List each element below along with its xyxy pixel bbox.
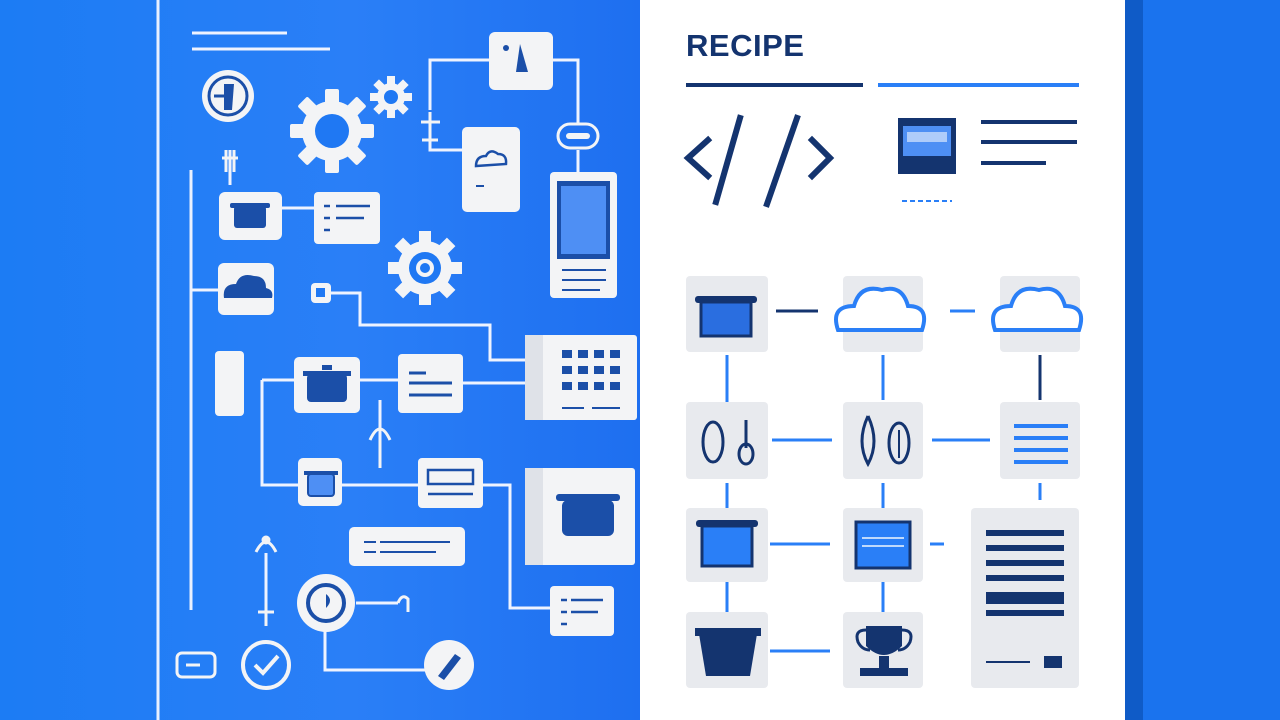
- pot-icon: [219, 192, 282, 240]
- gear-medium-icon: [388, 231, 462, 305]
- pot-icon-3: [298, 458, 342, 506]
- grid-pot-blue-icon: [686, 508, 768, 582]
- cloud-document-icon: [462, 127, 520, 212]
- grid-connectors: [725, 309, 1042, 653]
- grid-trophy-icon: [843, 612, 923, 688]
- grid-document-icon: [971, 508, 1079, 688]
- cloud-icon: [218, 263, 274, 315]
- check-icon: [241, 640, 291, 690]
- lever-icon: [396, 595, 410, 612]
- grid-cloud-icon: [834, 276, 927, 352]
- grid-list-card-icon: [1000, 402, 1080, 479]
- input-bar-icon: [349, 527, 465, 566]
- keyboard-icon: [175, 651, 217, 679]
- page-title: RECIPE: [686, 28, 805, 63]
- connector-lines-left: [191, 58, 580, 672]
- faucet-icon: [254, 535, 278, 626]
- grid-bowl-icon: [686, 612, 768, 688]
- text-lines-icon: [981, 120, 1077, 165]
- grid-pot-icon: [686, 276, 768, 352]
- connector-icon: [311, 283, 331, 303]
- thermometer-icon: [424, 640, 474, 690]
- grid-whisk-egg-icon: [843, 402, 923, 479]
- terminal-icon: [550, 172, 617, 298]
- toggle-icon: [556, 122, 600, 150]
- code-brackets-icon: [683, 114, 835, 208]
- grid-bowl-whisk-icon: [686, 402, 768, 479]
- slot-card: [215, 351, 244, 416]
- grid-cloud-icon-2: [991, 276, 1084, 352]
- compass-icon: [202, 70, 254, 122]
- form-icon: [418, 458, 483, 508]
- list-icon-3: [550, 586, 614, 636]
- pot-icon-2: [294, 357, 360, 413]
- pot-box-icon: [525, 468, 635, 565]
- list-icon-2: [398, 354, 463, 413]
- plug-icon: [222, 150, 238, 172]
- whisk-icon: [368, 427, 392, 468]
- flask-icon: [489, 32, 553, 90]
- stopwatch-icon: [297, 574, 355, 632]
- server-icon: [525, 335, 637, 420]
- valve-icon: [421, 112, 440, 142]
- list-icon: [314, 192, 380, 244]
- right-margin-background: [1143, 0, 1280, 720]
- grid-screen-icon: [843, 508, 923, 582]
- panel-edge: [1125, 0, 1143, 720]
- gear-icon: [290, 89, 374, 173]
- window-icon: [898, 118, 956, 202]
- header-lines: [192, 31, 330, 51]
- gear-small-icon: [370, 76, 412, 118]
